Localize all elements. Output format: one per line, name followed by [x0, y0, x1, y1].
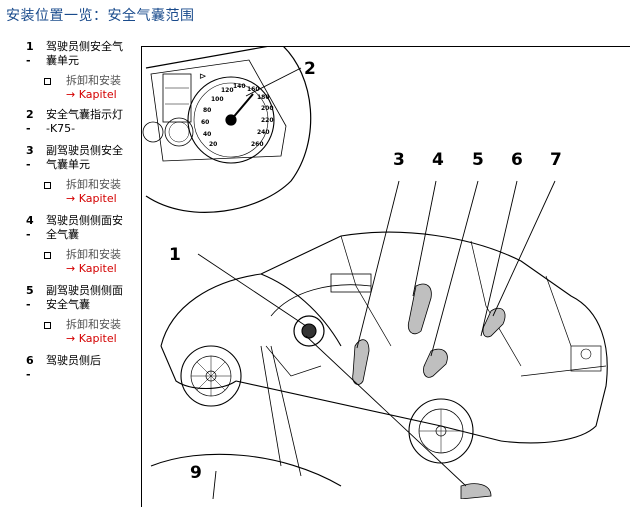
airbag-4-shape [407, 283, 432, 335]
airbag-7-shape [482, 307, 506, 338]
square-bullet-icon [44, 322, 51, 329]
kapitel-link[interactable]: → Kapitel [66, 262, 117, 275]
instrument-cluster-inset: ⊳ [142, 46, 312, 213]
list-item-2: 2 - 安全气囊指示灯 -K75- [0, 108, 135, 136]
square-bullet-icon [44, 182, 51, 189]
sub-item: 拆卸和安装 → Kapitel [44, 178, 135, 206]
item-label: 副驾驶员侧侧面安全气囊 [46, 284, 123, 311]
callout-7: 7 [550, 150, 562, 170]
speedo-tick: 60 [201, 119, 209, 126]
speedo-tick: 200 [261, 105, 274, 112]
airbag-3-shape [352, 339, 370, 385]
item-label: 驾驶员侧后 [46, 354, 101, 367]
item-number: 6 - [26, 354, 34, 381]
speedo-tick: 20 [209, 141, 217, 148]
list-item-5: 5 - 副驾驶员侧侧面安全气囊 拆卸和安装 → Kapitel [0, 284, 135, 346]
list-item-1: 1 - 驾驶员侧安全气囊单元 拆卸和安装 → Kapitel [0, 40, 135, 102]
item-number: 2 - [26, 108, 34, 135]
airbag-shapes [352, 283, 506, 499]
callout-6: 6 [511, 150, 523, 170]
lower-inset [150, 345, 342, 499]
kapitel-link[interactable]: → Kapitel [66, 88, 117, 101]
svg-text:⊳: ⊳ [199, 72, 207, 82]
speedo-tick: 80 [203, 107, 211, 114]
item-number: 5 - [26, 284, 34, 311]
sub-item-label: 拆卸和安装 [66, 248, 121, 261]
sub-item: 拆卸和安装 → Kapitel [44, 74, 135, 102]
callout-9: 9 [190, 463, 202, 483]
kapitel-link[interactable]: → Kapitel [66, 192, 117, 205]
figure-frame [141, 46, 630, 507]
component-list: 1 - 驾驶员侧安全气囊单元 拆卸和安装 → Kapitel 2 - 安全气囊指… [0, 40, 135, 381]
airbag-lower-shape [460, 483, 492, 499]
sub-item: 拆卸和安装 → Kapitel [44, 318, 135, 346]
speedo-tick: 120 [221, 87, 234, 94]
sub-item: 拆卸和安装 → Kapitel [44, 248, 135, 276]
page-title: 安装位置一览：安全气囊范围 [6, 8, 195, 24]
sub-item-label: 拆卸和安装 [66, 178, 121, 191]
leader-lines [197, 67, 556, 487]
list-item-6: 6 - 驾驶员侧后 [0, 354, 135, 381]
kapitel-link[interactable]: → Kapitel [66, 332, 117, 345]
speedo-tick: 240 [257, 129, 270, 136]
speedo-tick: 180 [257, 94, 270, 101]
callout-2: 2 [304, 59, 316, 79]
square-bullet-icon [44, 78, 51, 85]
item-label: 副驾驶员侧安全气囊单元 [46, 144, 123, 171]
sub-item-label: 拆卸和安装 [66, 74, 121, 87]
list-item-3: 3 - 副驾驶员侧安全气囊单元 拆卸和安装 → Kapitel [0, 144, 135, 206]
item-label: 安全气囊指示灯 -K75- [46, 108, 123, 135]
item-label: 驾驶员侧侧面安全气囊 [46, 214, 123, 241]
airbag-5-shape [423, 348, 448, 378]
speedo-tick: 160 [247, 86, 260, 93]
airbag-location-figure: ⊳ 20 40 60 80 100 120 140 160 180 200 22… [142, 46, 608, 499]
speedo-tick: 220 [261, 117, 274, 124]
square-bullet-icon [44, 252, 51, 259]
car-outline [160, 231, 608, 464]
callout-4: 4 [432, 150, 444, 170]
callout-3: 3 [393, 150, 405, 170]
speedo-tick: 40 [203, 131, 211, 138]
callout-1: 1 [169, 245, 181, 265]
speedo-tick: 100 [211, 96, 224, 103]
speedo-tick: 140 [233, 83, 246, 90]
callout-5: 5 [472, 150, 484, 170]
item-label: 驾驶员侧安全气囊单元 [46, 40, 123, 67]
speedo-tick: 260 [251, 141, 264, 148]
list-item-4: 4 - 驾驶员侧侧面安全气囊 拆卸和安装 → Kapitel [0, 214, 135, 276]
item-number: 1 - [26, 40, 34, 67]
speedometer-ticks: 20 40 60 80 100 120 140 160 180 200 220 … [201, 83, 274, 148]
item-number: 4 - [26, 214, 34, 241]
sub-item-label: 拆卸和安装 [66, 318, 121, 331]
item-number: 3 - [26, 144, 34, 171]
